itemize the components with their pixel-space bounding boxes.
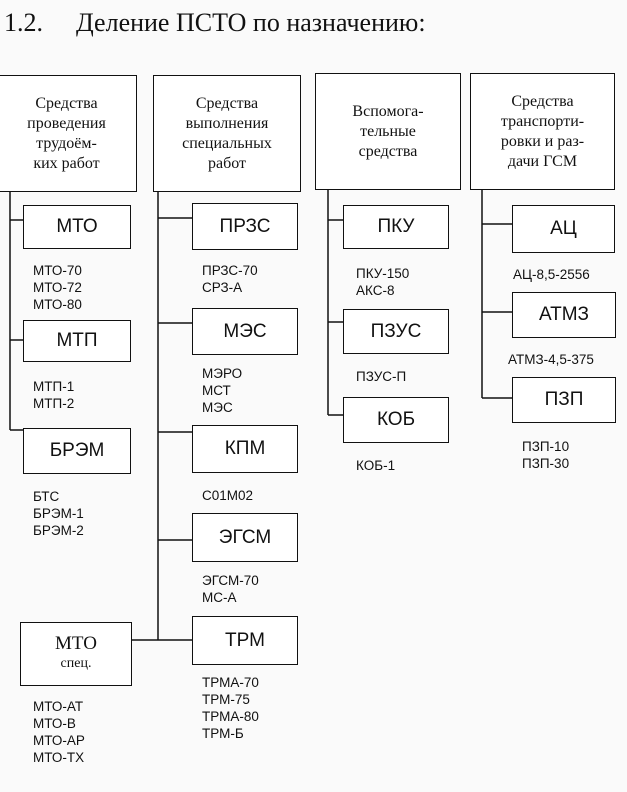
model-label: БТС	[33, 489, 60, 504]
category-box-special-works: Средства выполнения специальных работ	[153, 75, 301, 192]
model-label: МТО-70	[33, 263, 82, 278]
category-line: проведения	[27, 114, 106, 132]
category-line: ровки и раз-	[500, 132, 585, 150]
vehicle-box-ac: АЦ	[512, 205, 615, 253]
category-line: Средства	[195, 94, 259, 112]
category-line: средства	[358, 142, 418, 160]
model-label: КОБ-1	[356, 458, 396, 473]
category-line: транспорти-	[500, 112, 585, 130]
model-list-mtp: МТП-1 МТП-2	[33, 378, 74, 412]
vehicle-box-mtp: МТП	[23, 320, 131, 362]
model-list-trm: ТРМА-70 ТРМ-75 ТРМА-80 ТРМ-Б	[202, 674, 259, 742]
category-line: работ	[207, 154, 246, 172]
category-line: Средства	[511, 92, 574, 110]
vehicle-box-egsm: ЭГСМ	[192, 513, 298, 562]
category-line: Вспомога-	[352, 102, 424, 120]
category-box-auxiliary: Вспомога- тельные средства	[315, 73, 461, 190]
model-label: ТРМА-70	[202, 675, 259, 690]
model-list-mto-special: МТО-АТ МТО-В МТО-АР МТО-ТХ	[33, 698, 85, 766]
vehicle-box-mto: МТО	[23, 205, 131, 249]
model-list-kob: КОБ-1	[356, 457, 395, 474]
model-list-atmz: АТМЗ-4,5-375	[508, 351, 594, 368]
model-list-egsm: ЭГСМ-70 МС-А	[202, 572, 259, 606]
model-label: ПЗУС-П	[356, 369, 407, 384]
page-title: 1.2. Деление ПСТО по назначению:	[4, 8, 426, 38]
model-label: МТП-1	[33, 379, 75, 394]
model-label: ТРМА-80	[202, 709, 259, 724]
model-label: МТО-АР	[33, 733, 85, 748]
model-label: МЭС	[202, 400, 233, 415]
vehicle-box-pzus: ПЗУС	[343, 309, 449, 354]
model-list-brem: БТС БРЭМ-1 БРЭМ-2	[33, 488, 84, 539]
model-list-mes: МЭРО МСТ МЭС	[202, 365, 242, 416]
model-list-pku: ПКУ-150 АКС-8	[356, 265, 409, 299]
model-label: ЭГСМ-70	[202, 573, 259, 588]
vehicle-box-brem: БРЭМ	[23, 428, 131, 474]
category-line: трудоём-	[36, 134, 97, 152]
category-line: Средства	[35, 94, 98, 112]
model-label: МСТ	[202, 383, 231, 398]
vehicle-box-pzp: ПЗП	[512, 377, 616, 423]
model-label: МТО-ТХ	[33, 750, 85, 765]
model-label: ПКУ-150	[356, 266, 410, 281]
vehicle-box-mes: МЭС	[192, 308, 298, 355]
model-label: АЦ-8,5-2556	[513, 267, 590, 282]
category-line: ких работ	[33, 154, 100, 172]
vehicle-name: МТО	[55, 633, 97, 654]
vehicle-box-mto-special: МТО спец.	[20, 622, 132, 686]
section-number: 1.2.	[4, 8, 43, 37]
model-list-pzp: ПЗП-10 ПЗП-30	[522, 438, 569, 472]
model-label: АТМЗ-4,5-375	[508, 352, 594, 367]
category-line: тельные	[360, 122, 416, 140]
section-title: Деление ПСТО по назначению:	[76, 8, 426, 37]
model-label: БРЭМ-1	[33, 506, 84, 521]
model-list-przs: ПРЗС-70 СРЗ-А	[202, 262, 258, 296]
model-label: МТО-80	[33, 297, 82, 312]
model-label: МС-А	[202, 590, 237, 605]
category-line: дачи ГСМ	[507, 152, 578, 170]
model-label: АКС-8	[356, 283, 395, 298]
model-label: МТО-АТ	[33, 699, 84, 714]
vehicle-box-kob: КОБ	[343, 397, 449, 443]
category-line: выполнения	[185, 114, 269, 132]
model-label: ПЗП-30	[522, 456, 570, 471]
category-box-fuel-transport: Средства транспорти- ровки и раз- дачи Г…	[470, 73, 615, 190]
model-list-mto: МТО-70 МТО-72 МТО-80	[33, 262, 82, 313]
vehicle-name-suffix: спец.	[60, 656, 92, 671]
model-list-pzus: ПЗУС-П	[356, 368, 406, 385]
category-line: специальных	[182, 134, 272, 152]
model-label: МТО-72	[33, 280, 82, 295]
model-list-kpm: С01М02	[202, 487, 253, 504]
model-list-ac: АЦ-8,5-2556	[513, 266, 590, 283]
vehicle-box-kpm: КПМ	[192, 425, 298, 473]
vehicle-box-pku: ПКУ	[343, 205, 449, 249]
model-label: БРЭМ-2	[33, 523, 84, 538]
vehicle-box-przs: ПРЗС	[192, 203, 298, 250]
model-label: С01М02	[202, 488, 254, 503]
vehicle-box-trm: ТРМ	[192, 616, 298, 665]
model-label: МТО-В	[33, 716, 76, 731]
model-label: СРЗ-А	[202, 280, 243, 295]
category-box-labor-intensive: Средства проведения трудоём- ких работ	[0, 75, 137, 192]
model-label: МЭРО	[202, 366, 243, 381]
model-label: МТП-2	[33, 396, 75, 411]
vehicle-box-atmz: АТМЗ	[512, 292, 616, 338]
model-label: ТРМ-Б	[202, 726, 244, 741]
model-label: ПРЗС-70	[202, 263, 258, 278]
model-label: ТРМ-75	[202, 692, 250, 707]
model-label: ПЗП-10	[522, 439, 570, 454]
